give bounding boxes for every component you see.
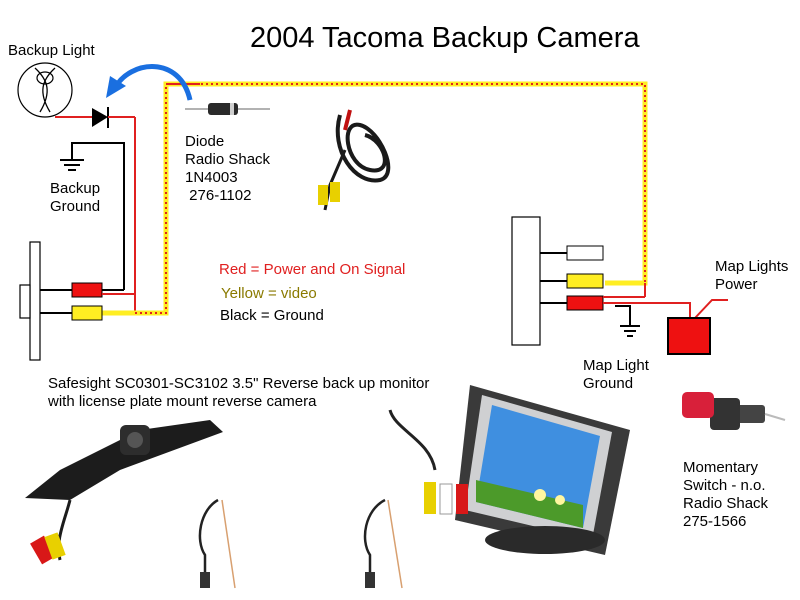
arrow-icon xyxy=(106,64,193,101)
map-light-ground-label-1: Map Light xyxy=(583,357,649,374)
ground-icon xyxy=(620,325,640,337)
switch-photo-icon xyxy=(682,392,786,430)
switch-label-1: Momentary xyxy=(683,459,759,476)
map-lights-power-label-2: Power xyxy=(715,276,758,293)
diode-icon xyxy=(92,107,109,128)
map-lights-power-label-1: Map Lights xyxy=(715,258,789,275)
monitor-icon xyxy=(388,385,630,555)
switch-label-3: Radio Shack xyxy=(683,495,769,512)
legend-black: Black = Ground xyxy=(220,307,324,324)
ground-icon xyxy=(60,159,84,171)
cable-icon xyxy=(363,498,403,589)
wire-backup-ground xyxy=(71,142,125,290)
rca-cable-icon xyxy=(318,109,391,211)
diode-part-icon xyxy=(185,103,270,115)
legend-red: Red = Power and On Signal xyxy=(219,261,406,278)
bulb-icon xyxy=(17,62,73,118)
diode-label-3: 1N4003 xyxy=(185,169,238,186)
wire-map-power xyxy=(694,299,728,319)
diode-label-2: Radio Shack xyxy=(185,151,271,168)
switch-label-4: 275-1566 xyxy=(683,513,747,530)
diode-label-1: Diode xyxy=(185,133,225,150)
camera-connector xyxy=(19,241,135,361)
monitor-connector xyxy=(511,216,691,346)
map-light-ground-label-2: Ground xyxy=(583,375,634,392)
backup-light-label: Backup Light xyxy=(8,42,95,59)
product-label-1: Safesight SC0301-SC3102 3.5" Reverse bac… xyxy=(48,375,430,392)
cable-icon xyxy=(198,498,236,589)
page-title: 2004 Tacoma Backup Camera xyxy=(250,22,640,54)
diode-label-4: 276-1102 xyxy=(185,187,252,204)
backup-ground-label-1: Backup xyxy=(50,180,101,197)
switch-label-2: Switch - n.o. xyxy=(683,477,766,494)
product-label-2: with license plate mount reverse camera xyxy=(48,393,317,410)
backup-ground-label-2: Ground xyxy=(50,198,101,215)
legend-yellow: Yellow = video xyxy=(221,285,317,302)
switch-icon xyxy=(667,317,711,355)
camera-icon xyxy=(25,420,223,565)
